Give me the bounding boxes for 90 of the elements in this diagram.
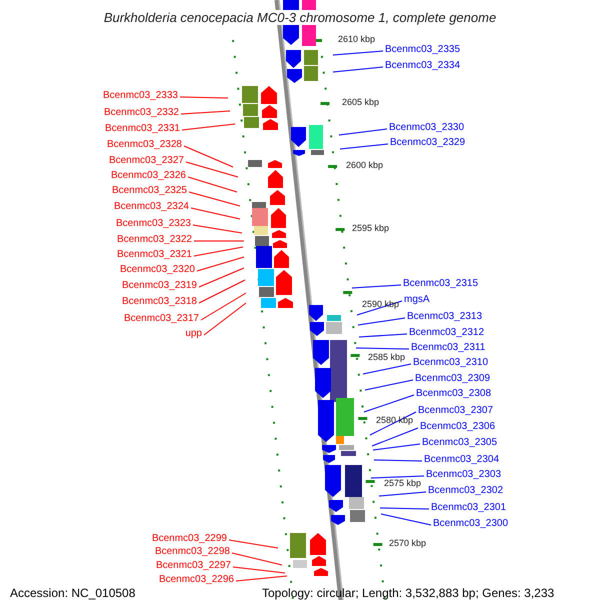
leader-line xyxy=(204,302,246,336)
gene-label: Bcenmc03_2326 xyxy=(110,170,186,182)
leader-line xyxy=(194,246,244,256)
gene-label: Bcenmc03_2310 xyxy=(413,357,488,369)
leader-line xyxy=(364,394,414,412)
leader-line xyxy=(184,146,234,168)
gene-label: Bcenmc03_2298 xyxy=(154,546,230,558)
gene-label: Bcenmc03_2333 xyxy=(102,90,178,102)
leader-line xyxy=(370,476,424,478)
title: Burkholderia cenocepacia MC0-3 chromosome 1, complete genome xyxy=(102,10,498,25)
leader-line xyxy=(364,380,414,390)
gene-label: Bcenmc03_2323 xyxy=(116,218,191,230)
leader-line xyxy=(332,66,384,72)
gene-label: upp xyxy=(185,328,202,340)
leader-line xyxy=(180,96,228,98)
leader-line xyxy=(380,508,430,510)
gene-label: Bcenmc03_2303 xyxy=(426,469,502,481)
gene-label: Bcenmc03_2313 xyxy=(407,311,482,323)
gene-label: Bcenmc03_2306 xyxy=(420,421,496,433)
leader-line xyxy=(188,176,238,192)
gene-label: Bcenmc03_2321 xyxy=(116,249,192,261)
scale-label: 2610 kbp xyxy=(338,34,376,45)
gene-label: Bcenmc03_2302 xyxy=(428,485,504,497)
gene-label: Bcenmc03_2311 xyxy=(411,342,486,354)
leader-line xyxy=(196,256,244,272)
leader-line xyxy=(372,428,418,446)
gene-label: Bcenmc03_2307 xyxy=(418,405,494,417)
leader-line xyxy=(332,50,384,56)
gene-label: Bcenmc03_2332 xyxy=(104,107,179,119)
gene-label: Bcenmc03_2334 xyxy=(385,60,460,72)
gene-label: Bcenmc03_2304 xyxy=(424,454,500,466)
leader-line xyxy=(228,540,278,548)
leader-line xyxy=(198,268,244,288)
gene-label: Bcenmc03_2329 xyxy=(390,137,466,149)
gene-label: Bcenmc03_2308 xyxy=(416,388,492,400)
leader-line xyxy=(380,514,432,526)
accession-note: Accession: NC_010508 xyxy=(10,586,136,600)
scale-label: 2570 kbp xyxy=(389,538,426,549)
gene-label: Bcenmc03_2300 xyxy=(433,518,508,530)
scale-label: 2580 kbp xyxy=(376,415,414,426)
scale-label: 2595 kbp xyxy=(352,223,390,234)
leader-line xyxy=(182,124,236,130)
gene-label: Bcenmc03_2331 xyxy=(104,123,180,135)
leader-line xyxy=(358,334,408,338)
leader-line xyxy=(186,162,238,178)
scale-label: 2585 kbp xyxy=(368,352,406,363)
gene-label: Bcenmc03_2296 xyxy=(158,574,234,586)
gene-label: Bcenmc03_2315 xyxy=(403,278,478,290)
gene-label: Bcenmc03_2317 xyxy=(124,313,199,325)
leader-line xyxy=(180,110,230,114)
leader-line xyxy=(370,412,416,436)
gene-label: Bcenmc03_2299 xyxy=(152,533,227,545)
leader-line xyxy=(200,292,246,320)
gene-label: Bcenmc03_2322 xyxy=(116,234,192,246)
gene-label: mgsA xyxy=(404,294,430,306)
gene-label: Bcenmc03_2335 xyxy=(385,44,460,56)
leader-line xyxy=(358,318,406,326)
leader-line xyxy=(192,224,242,234)
gene-label: Bcenmc03_2328 xyxy=(106,139,182,151)
gene-label: Bcenmc03_2312 xyxy=(409,327,484,339)
leader-line xyxy=(372,444,420,450)
leader-line xyxy=(338,128,388,136)
gene-label: Bcenmc03_2325 xyxy=(112,185,187,197)
leader-line xyxy=(188,192,240,206)
leader-line xyxy=(374,460,422,462)
genome-summary: Topology: circular; Length: 3,532,883 bp; Genes: 3,233 xyxy=(262,586,554,600)
gene-label: Bcenmc03_2320 xyxy=(120,264,195,276)
leader-line xyxy=(236,576,288,582)
leader-line xyxy=(232,566,286,574)
leader-line xyxy=(356,348,410,350)
scale-label: 2600 kbp xyxy=(346,160,384,171)
leader-line xyxy=(352,284,402,288)
leader-line xyxy=(362,364,412,374)
gene-label: Bcenmc03_2330 xyxy=(389,122,464,134)
gene-label: Bcenmc03_2297 xyxy=(156,560,231,572)
leader-line xyxy=(198,280,246,304)
leader-line xyxy=(190,208,240,220)
gene-label: Bcenmc03_2324 xyxy=(114,201,189,213)
gene-label: Bcenmc03_2318 xyxy=(122,296,197,308)
leader-line xyxy=(232,552,282,566)
gene-label: Bcenmc03_2305 xyxy=(422,437,498,449)
scale-label: 2605 kbp xyxy=(342,97,380,108)
gene-label: Bcenmc03_2301 xyxy=(431,502,506,514)
leader-line xyxy=(340,144,388,150)
scale-label: 2575 kbp xyxy=(384,478,422,489)
leader-line xyxy=(194,240,244,242)
gene-label: Bcenmc03_2327 xyxy=(108,155,184,167)
gene-label: Bcenmc03_2309 xyxy=(415,373,490,385)
leader-line xyxy=(378,492,426,496)
gene-label: Bcenmc03_2319 xyxy=(122,280,197,292)
